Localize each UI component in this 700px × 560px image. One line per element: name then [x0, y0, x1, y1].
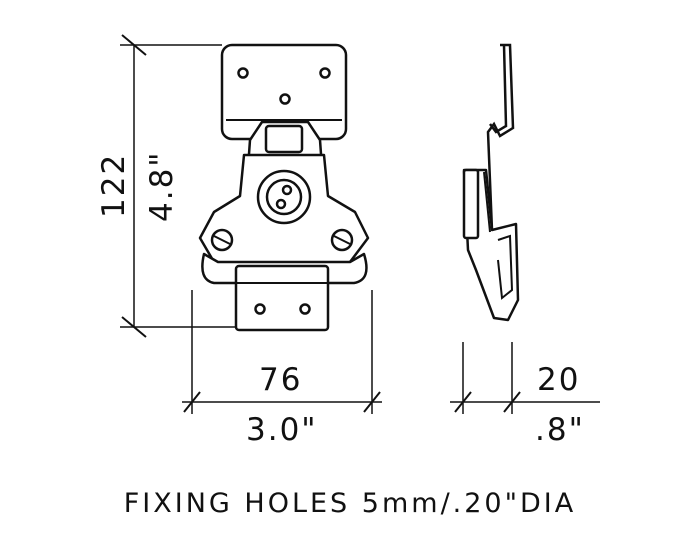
height-in-label: 4.8" [144, 150, 180, 222]
fixing-holes-note: FIXING HOLES 5mm/.20"DIA [124, 488, 577, 519]
bottom-keep-plate [234, 264, 330, 332]
fixing-hole-top-left [237, 67, 249, 79]
width-dimension: 76 3.0" [182, 290, 382, 448]
height-mm-label: 122 [96, 153, 132, 218]
width-mm-label: 76 [259, 362, 302, 398]
depth-mm-label: 20 [537, 362, 580, 398]
height-dimension: 122 4.8" [96, 34, 236, 338]
width-in-label: 3.0" [246, 412, 318, 448]
side-hook-strip [486, 43, 515, 231]
depth-dimension: 20 .8" [450, 342, 600, 448]
latch-front-view [198, 43, 370, 332]
depth-in-label: .8" [535, 412, 585, 448]
lock-pin-lower [275, 198, 287, 210]
lock-cylinder-inner [265, 178, 303, 216]
fixing-hole-top-center [279, 93, 291, 105]
lock-pin-upper [281, 184, 293, 196]
fixing-hole-bottom-right [299, 303, 311, 315]
latch-side-view [462, 43, 520, 322]
fixing-hole-top-right [319, 67, 331, 79]
fixing-hole-bottom-left [254, 303, 266, 315]
